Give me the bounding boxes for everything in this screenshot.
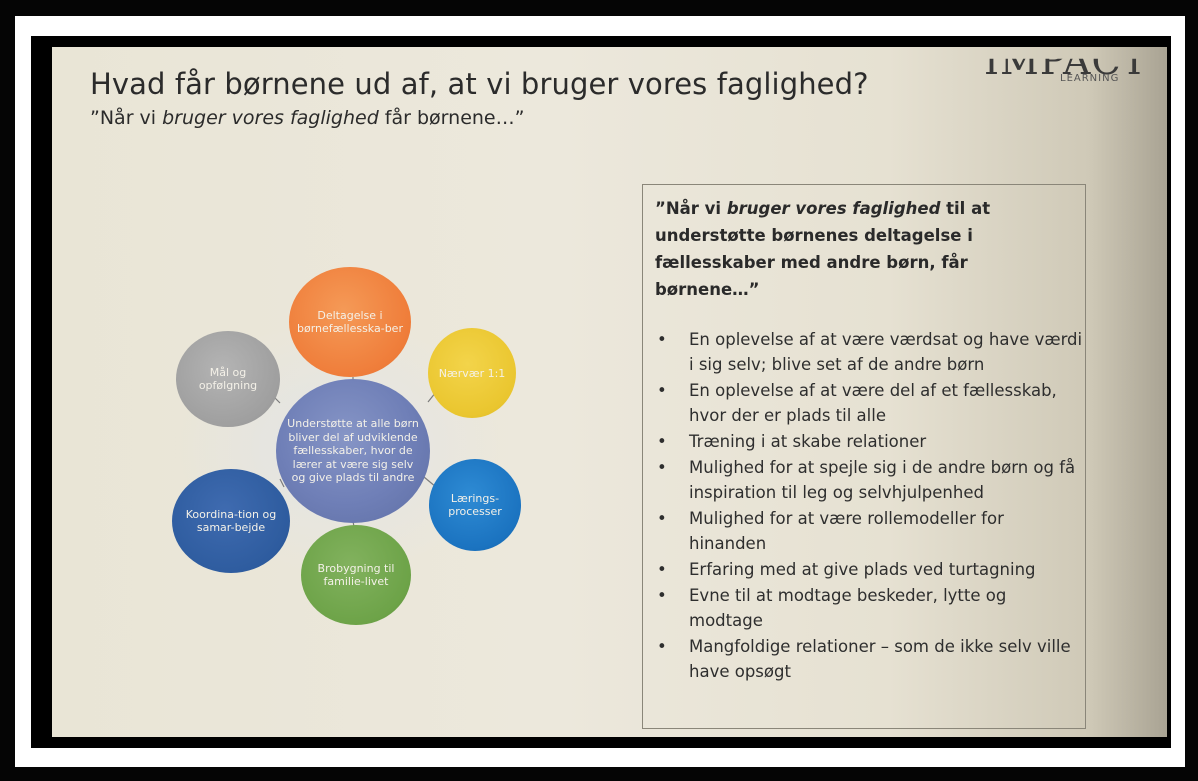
text-box: ”Når vi bruger vores faglighed til at un… bbox=[642, 184, 1086, 729]
subtitle-prefix: ”Når vi bbox=[90, 107, 163, 129]
bullet-item: Mangfoldige relationer – som de ikke sel… bbox=[655, 634, 1085, 684]
connector-lower-left bbox=[279, 478, 285, 488]
logo-main-text: IMPACT bbox=[984, 47, 1148, 83]
logo-sub-text: LEARNING bbox=[1060, 73, 1120, 84]
slide-subtitle: ”Når vi bruger vores faglighed får børne… bbox=[90, 107, 524, 129]
box-heading: ”Når vi bruger vores faglighed til at un… bbox=[655, 195, 1055, 303]
circle-maal-og-opfoelgning: Mål og opfølgning bbox=[176, 331, 280, 427]
slide-title: Hvad får børnene ud af, at vi bruger vor… bbox=[90, 67, 869, 101]
circle-deltagelse: Deltagelse i børnefællesska-ber bbox=[289, 267, 411, 377]
subtitle-suffix: får børnene…” bbox=[378, 107, 525, 129]
impact-learning-logo: IMPACT LEARNING bbox=[972, 47, 1147, 91]
bullet-item: Evne til at modtage beskeder, lytte og m… bbox=[655, 583, 1085, 633]
box-heading-suffix: til at understøtte børnenes deltagelse i… bbox=[655, 199, 991, 299]
bullet-item: Mulighed for at spejle sig i de andre bø… bbox=[655, 455, 1085, 505]
subtitle-emphasis: bruger vores faglighed bbox=[162, 107, 379, 129]
slide: IMPACT LEARNING Hvad får børnene ud af, … bbox=[52, 47, 1167, 737]
bullet-item: Erfaring med at give plads ved turtagnin… bbox=[655, 557, 1085, 582]
box-heading-emphasis: bruger vores faglighed bbox=[726, 199, 941, 218]
bullet-list: En oplevelse af at være værdsat og have … bbox=[655, 327, 1085, 685]
bullet-item: Mulighed for at være rollemodeller for h… bbox=[655, 506, 1085, 556]
bullet-item: Træning i at skabe relationer bbox=[655, 429, 1085, 454]
circle-laeringsprocesser: Lærings-processer bbox=[429, 459, 521, 551]
circle-brobygning: Brobygning til familie-livet bbox=[301, 525, 411, 625]
circle-center: Understøtte at alle børn bliver del af u… bbox=[276, 379, 430, 523]
bullet-item: En oplevelse af at være værdsat og have … bbox=[655, 327, 1085, 377]
bullet-item: En oplevelse af at være del af et fælles… bbox=[655, 378, 1085, 428]
circle-naervaer: Nærvær 1:1 bbox=[428, 328, 516, 418]
circle-koordination: Koordina-tion og samar-bejde bbox=[172, 469, 290, 573]
box-heading-prefix: ”Når vi bbox=[655, 199, 727, 218]
